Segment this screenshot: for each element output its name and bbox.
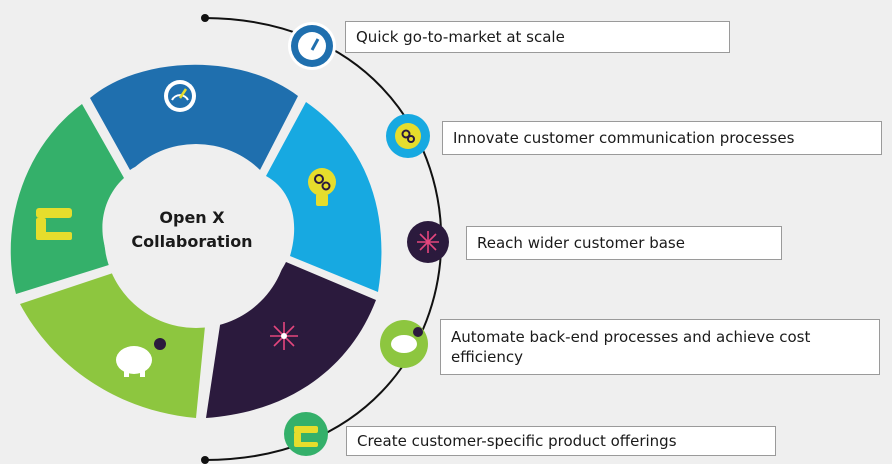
lightbulb-gears-icon [308,168,336,206]
network-burst-icon [270,322,298,350]
marker-go-to-market [288,22,336,70]
marker-automate [380,320,428,368]
label-reach: Reach wider customer base [466,226,782,260]
label-innovate: Innovate customer communication processe… [442,121,882,155]
center-title-line1: Open X [159,208,225,227]
label-automate: Automate back-end processes and achieve … [440,319,880,375]
segment-automate [20,272,206,418]
center-disc [104,144,288,328]
timeline-start-dot [201,14,209,22]
piggy-bank-icon [116,338,166,377]
speedometer-icon [164,80,196,112]
segment-go-to-market [90,64,298,170]
timeline-end-dot [201,456,209,464]
marker-reach [407,221,449,263]
center-title: Open X Collaboration [112,206,272,254]
segment-create [10,104,125,294]
label-go-to-market: Quick go-to-market at scale [345,21,730,53]
label-create: Create customer-specific product offerin… [346,426,776,456]
marker-create [284,412,328,456]
sewing-machine-icon [36,208,72,240]
marker-innovate [386,114,430,158]
center-title-line2: Collaboration [131,232,253,251]
